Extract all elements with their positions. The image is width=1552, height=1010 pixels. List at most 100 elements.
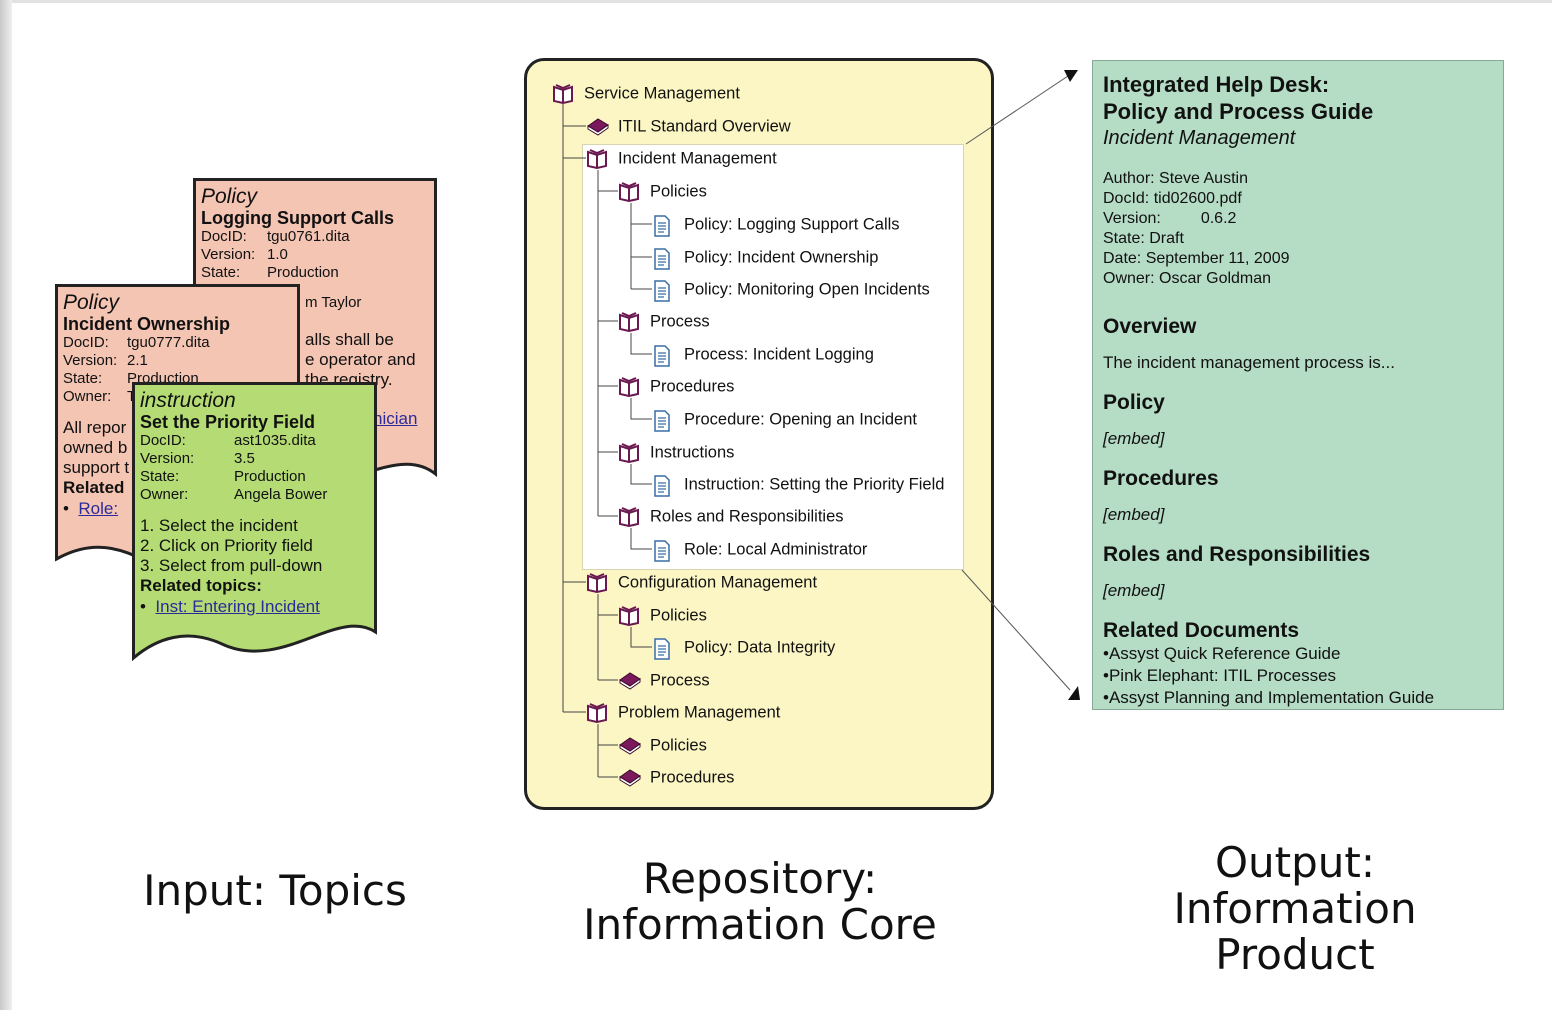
- tree-item-label: Policies: [650, 182, 707, 201]
- step-line: 2. Click on Priority field: [140, 536, 313, 555]
- document-icon: [652, 214, 674, 237]
- output-title-line2: Policy and Process Guide: [1103, 99, 1374, 124]
- tree-item[interactable]: Policies: [618, 180, 707, 202]
- meta-value: 2.1: [127, 352, 148, 369]
- document-icon: [652, 539, 674, 562]
- body-line: All repor: [63, 418, 127, 437]
- arrow-head-bottom: [1068, 686, 1080, 700]
- tree-item-label: Process: Incident Logging: [684, 345, 874, 364]
- book-closed-icon: [618, 736, 641, 756]
- output-meta: Author: Steve Austin DocId: tid02600.pdf…: [1103, 169, 1493, 289]
- meta-value: Angela Bower: [234, 486, 328, 503]
- card-title: Incident Ownership: [63, 314, 231, 334]
- tree-item[interactable]: ITIL Standard Overview: [586, 115, 791, 137]
- tree-item[interactable]: Policy: Monitoring Open Incidents: [652, 278, 930, 302]
- tree-item[interactable]: Policies: [618, 734, 707, 756]
- body-line: alls shall be: [305, 330, 394, 349]
- meta-value: tgu0761.dita: [267, 228, 350, 245]
- tree-item[interactable]: Policy: Data Integrity: [652, 636, 836, 660]
- tree-item[interactable]: Process: [618, 310, 710, 332]
- tree-item-label: Problem Management: [618, 703, 781, 722]
- tree-item[interactable]: Procedures: [618, 766, 734, 788]
- tree-item[interactable]: Configuration Management: [586, 571, 817, 593]
- related-item[interactable]: •Assyst Quick Reference Guide: [1103, 644, 1341, 663]
- meta-value: Production: [267, 264, 339, 281]
- meta-value: T: [127, 388, 137, 405]
- book-open-icon: [618, 442, 640, 463]
- tree-item-label: Procedures: [650, 768, 735, 787]
- meta-line: Author: Steve Austin: [1103, 170, 1248, 187]
- tree-item-label: Policies: [650, 606, 707, 625]
- tree-item[interactable]: Process: [618, 669, 710, 691]
- tree-item-label: Policy: Data Integrity: [684, 638, 836, 657]
- document-icon: [652, 247, 674, 270]
- section-overview-heading: Overview: [1103, 315, 1197, 338]
- tree-item-label: Process: [650, 312, 710, 331]
- tree-item-label: Policy: Monitoring Open Incidents: [684, 280, 930, 299]
- meta-key: Owner:: [63, 388, 112, 405]
- tree-item-label: ITIL Standard Overview: [618, 117, 791, 136]
- body-line: e operator and: [305, 350, 416, 369]
- body-line: support t: [63, 458, 130, 477]
- card-type: Policy: [63, 291, 120, 314]
- tree-item[interactable]: Instructions: [618, 441, 734, 463]
- tree-item[interactable]: Roles and Responsibilities: [618, 505, 844, 527]
- tree-item[interactable]: Policy: Incident Ownership: [652, 246, 878, 270]
- tree-item[interactable]: Procedure: Opening an Incident: [652, 408, 917, 432]
- meta-line: Date: September 11, 2009: [1103, 250, 1290, 267]
- procedures-embed: [embed]: [1103, 505, 1165, 524]
- meta-key: DocID:: [63, 334, 109, 351]
- tree-item[interactable]: Process: Incident Logging: [652, 343, 874, 367]
- related-link[interactable]: nician: [373, 409, 418, 428]
- tree-item-label: Role: Local Administrator: [684, 540, 868, 559]
- related-link[interactable]: Role:: [78, 499, 119, 518]
- document-icon: [652, 409, 674, 432]
- related-list: • Role:: [63, 499, 119, 518]
- meta-line: Version: 0.6.2: [1103, 210, 1237, 227]
- meta-key: DocID:: [201, 228, 247, 245]
- document-icon: [652, 344, 674, 367]
- book-open-icon: [618, 506, 640, 527]
- related-link[interactable]: Inst: Entering Incident: [155, 597, 320, 616]
- card-type: Policy: [201, 185, 258, 208]
- tree-item[interactable]: Incident Management: [586, 147, 777, 169]
- tree-item-label: Process: [650, 671, 710, 690]
- book-closed-icon: [618, 768, 641, 788]
- step-line: 1. Select the incident: [140, 516, 298, 535]
- frame-top-edge: [0, 0, 1552, 3]
- tree-item[interactable]: Policy: Logging Support Calls: [652, 213, 900, 237]
- roles-embed: [embed]: [1103, 581, 1165, 600]
- tree-item[interactable]: Instruction: Setting the Priority Field: [652, 473, 944, 497]
- caption-input: Input: Topics: [143, 866, 407, 915]
- meta-line: Owner: Oscar Goldman: [1103, 270, 1272, 287]
- meta-line: State: Draft: [1103, 230, 1184, 247]
- card-title: Logging Support Calls: [201, 208, 394, 228]
- caption-repository: Repository: Information Core: [583, 854, 937, 949]
- related-item[interactable]: •Assyst Planning and Implementation Guid…: [1103, 688, 1435, 707]
- book-open-icon: [586, 702, 608, 723]
- related-item[interactable]: •Pink Elephant: ITIL Processes: [1103, 666, 1337, 685]
- tree-item-label: Procedures: [650, 377, 735, 396]
- caption-output: Output: Information Product: [1173, 838, 1417, 979]
- book-closed-icon: [618, 671, 641, 691]
- tree-item-label: Incident Management: [618, 149, 777, 168]
- meta-key: DocID:: [140, 432, 186, 449]
- book-open-icon: [618, 181, 640, 202]
- incident-management-highlight: [582, 144, 964, 570]
- card-steps: 1. Select the incident 2. Click on Prior…: [140, 516, 371, 576]
- tree-item[interactable]: Procedures: [618, 375, 734, 397]
- meta-value: ast1035.dita: [234, 432, 316, 449]
- card-title: Set the Priority Field: [140, 412, 316, 432]
- tree-item[interactable]: Role: Local Administrator: [652, 538, 868, 562]
- document-icon: [652, 279, 674, 302]
- tree-item-label: Policies: [650, 736, 707, 755]
- book-open-icon: [552, 83, 574, 104]
- tree-item-label: Procedure: Opening an Incident: [684, 410, 917, 429]
- tree-item[interactable]: Problem Management: [586, 701, 780, 723]
- related-documents-list: •Assyst Quick Reference Guide •Pink Elep…: [1103, 643, 1493, 709]
- book-open-icon: [586, 572, 608, 593]
- tree-item[interactable]: Service Management: [552, 82, 740, 104]
- meta-key: State:: [201, 264, 241, 281]
- tree-item[interactable]: Policies: [618, 604, 707, 626]
